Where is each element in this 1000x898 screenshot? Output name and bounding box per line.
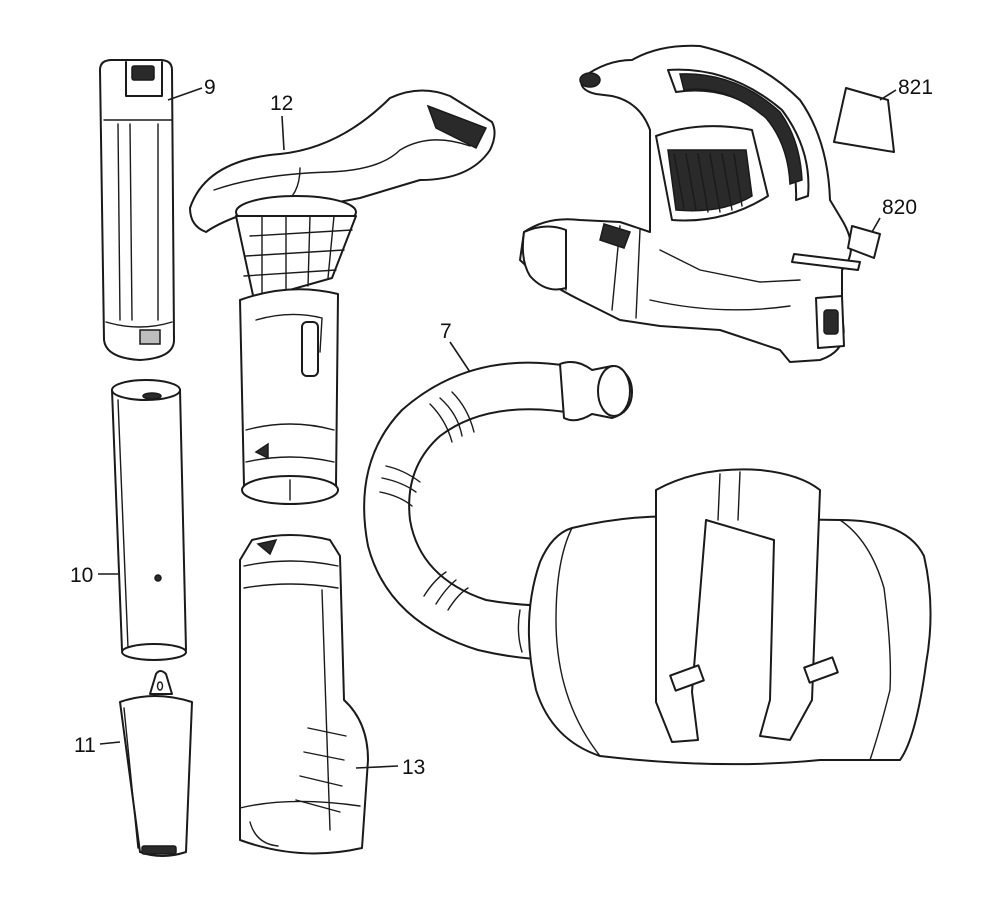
- callout-11: 11: [74, 734, 96, 757]
- callout-10: 10: [70, 564, 93, 587]
- leader-13: [355, 765, 399, 769]
- leader-12: [281, 115, 285, 151]
- part-821-filter-pad: [833, 87, 895, 153]
- leader-7: [449, 341, 471, 373]
- callout-7: 7: [440, 320, 452, 343]
- leader-lines: [98, 87, 897, 769]
- leader-820: [871, 217, 881, 233]
- leader-11: [99, 741, 121, 745]
- part-10-middle-tube: [111, 379, 187, 661]
- collection-bag: [527, 468, 932, 766]
- callout-13: 13: [402, 756, 425, 779]
- part-11-nozzle: [119, 670, 193, 857]
- part-13-lower-housing: [239, 534, 369, 855]
- leader-9: [167, 87, 203, 101]
- part-12-handle-housing: [189, 89, 496, 505]
- callout-labels: 9 12 821 820 7 10 11 13: [70, 76, 933, 779]
- leader-821: [879, 89, 897, 101]
- callout-820: 820: [882, 196, 917, 219]
- callout-12: 12: [270, 92, 293, 115]
- callout-9: 9: [204, 76, 216, 99]
- main-motor-unit: [519, 44, 861, 363]
- part-9-upper-tube: [99, 59, 175, 361]
- part-820-small-pad: [847, 225, 881, 259]
- callout-821: 821: [898, 76, 933, 99]
